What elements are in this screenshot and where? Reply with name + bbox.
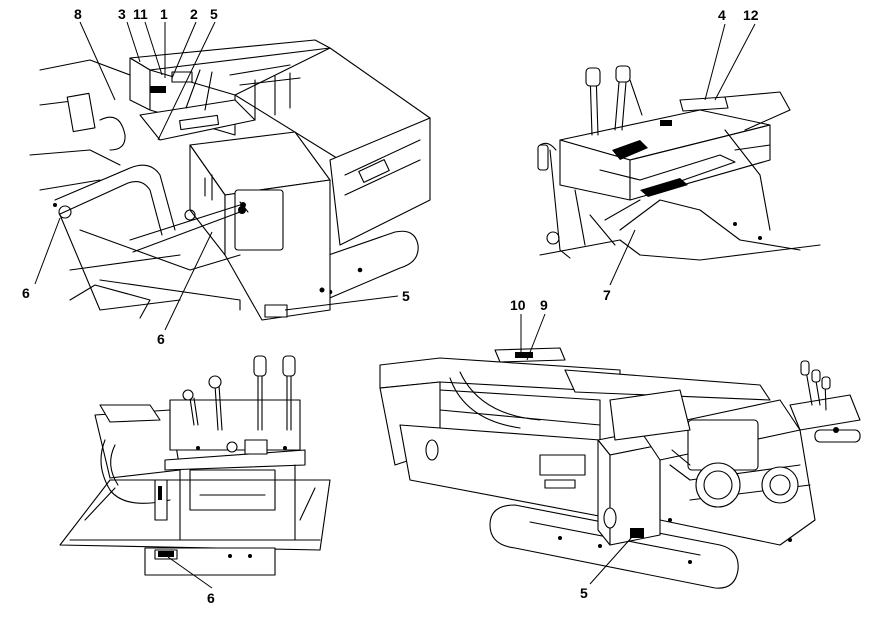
view-operator-station — [29, 39, 431, 321]
callout-2: 2 — [190, 6, 198, 22]
leader-6-bottom — [167, 556, 213, 589]
view-control-panel — [537, 65, 821, 261]
leader-9 — [526, 313, 546, 361]
callout-10: 10 — [510, 297, 526, 313]
callout-12: 12 — [743, 7, 759, 23]
callout-5-bottom: 5 — [580, 585, 588, 601]
leader-12 — [714, 23, 756, 101]
callout-labels: 8 3 11 1 2 5 6 6 5 4 12 7 10 9 6 5 — [22, 6, 759, 606]
leader-8 — [79, 21, 116, 101]
leader-5-top — [157, 21, 216, 141]
callout-8: 8 — [74, 6, 82, 22]
leader-11 — [144, 21, 163, 76]
leader-2 — [171, 21, 197, 79]
callout-6-top-center: 6 — [157, 331, 165, 347]
leader-3 — [126, 21, 141, 63]
callout-3: 3 — [118, 6, 126, 22]
callout-5-top: 5 — [210, 6, 218, 22]
callout-5-mid: 5 — [402, 288, 410, 304]
leader-5-mid — [284, 295, 399, 311]
callout-leaders — [34, 21, 756, 589]
leader-7 — [609, 229, 636, 286]
callout-6-top-left: 6 — [22, 285, 30, 301]
callout-4: 4 — [718, 7, 726, 23]
callout-11: 11 — [133, 6, 148, 22]
leader-6-top-center — [164, 231, 213, 331]
view-full-machine — [379, 347, 861, 589]
callout-9: 9 — [540, 297, 548, 313]
leader-5-bottom — [589, 536, 633, 585]
callout-1: 1 — [160, 6, 168, 22]
view-engine-levers — [59, 355, 331, 576]
leader-4 — [704, 23, 726, 101]
leader-6-top-left — [34, 217, 61, 285]
callout-6-bottom: 6 — [207, 590, 215, 606]
callout-7: 7 — [603, 287, 611, 303]
